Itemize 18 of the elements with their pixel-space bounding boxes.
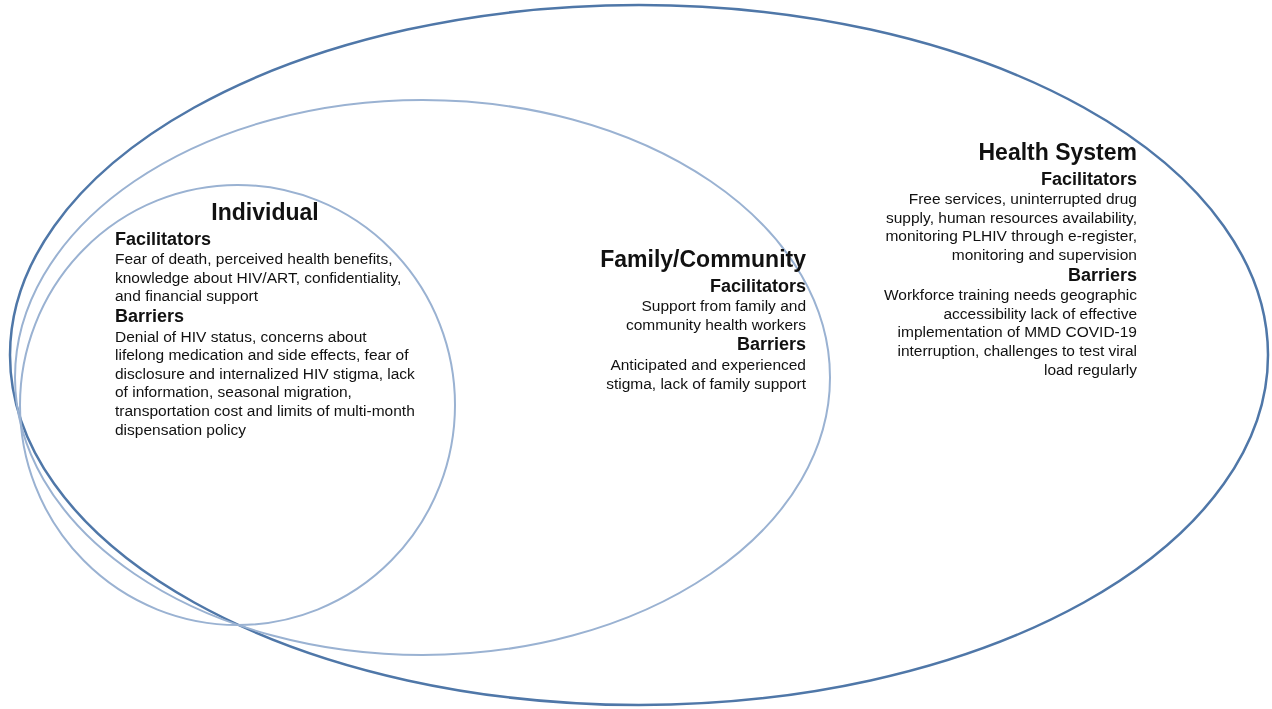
- facilitators-text: Support from family and community health workers: [624, 297, 806, 335]
- barriers-text: Anticipated and experienced stigma, lack of family support: [605, 355, 806, 394]
- middle-ellipse: [15, 100, 830, 655]
- barriers-heading: Barriers: [1066, 264, 1137, 287]
- outer-ellipse: [10, 5, 1268, 705]
- barriers-text: Denial of HIV status, concerns about lifelong medication and side effects, fear of disclosure and internalized HIV stigma, lack of information, seasonal migration, transportation cost and limits of multi-month dispensation policy: [115, 327, 415, 440]
- inner-ellipse: [20, 185, 455, 625]
- level-heading: Health System: [977, 139, 1137, 167]
- barriers-text: Workforce training needs geographic accessibility lack of effective implementation of MMD COVID-19 interruption, challenges to test viral load regularly: [882, 286, 1137, 380]
- facilitators-heading: Facilitators: [708, 275, 806, 298]
- facilitators-text: Fear of death, perceived health benefits, knowledge about HIV/ART, confidentiality, and financial support: [115, 250, 403, 306]
- level-heading: Individual: [210, 199, 320, 227]
- barriers-heading: Barriers: [735, 334, 806, 356]
- facilitators-text: Free services, uninterrupted drug supply, human resources availability, monitoring PLHIV through e-register, monitoring and supervision: [884, 190, 1137, 265]
- barriers-heading: Barriers: [115, 305, 186, 328]
- facilitators-heading: Facilitators: [115, 228, 213, 251]
- facilitators-heading: Facilitators: [1039, 168, 1137, 191]
- level-heading: Family/Community: [599, 246, 806, 274]
